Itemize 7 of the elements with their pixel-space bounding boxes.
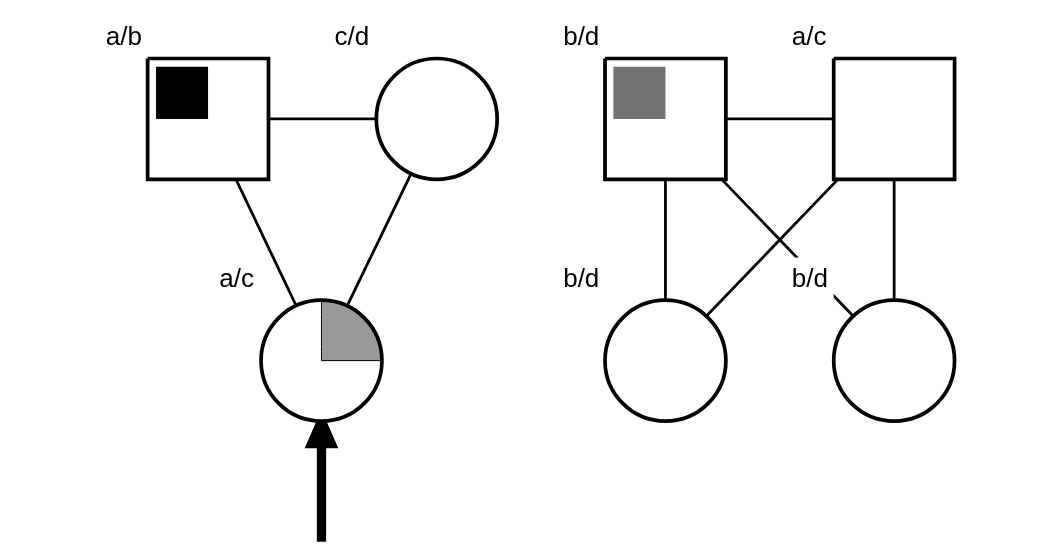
node-label: a/b [105, 20, 142, 51]
node-label: b/d [562, 262, 599, 293]
node-label: b/d [562, 20, 599, 51]
node-label: b/d [791, 262, 828, 293]
node-label: a/c [218, 262, 254, 293]
node-label: c/d [333, 20, 369, 51]
node-label: a/c [791, 20, 827, 51]
